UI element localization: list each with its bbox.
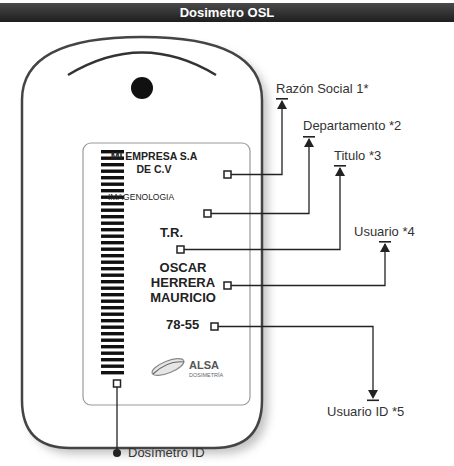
barcode: [101, 150, 124, 374]
user-title: T.R.: [160, 225, 183, 241]
barcode-bar: [101, 254, 124, 257]
barcode-bar: [101, 189, 124, 192]
barcode-bar: [101, 235, 124, 238]
barcode-bar: [101, 332, 124, 335]
barcode-bar: [101, 267, 124, 270]
department-name: IMAGENOLOGIA: [108, 192, 174, 202]
barcode-bar: [101, 306, 124, 309]
title-bar: Dosimetro OSL: [0, 3, 454, 22]
callout-label: Titulo *3: [334, 148, 381, 164]
callout-label: Dosímetro ID: [128, 445, 205, 461]
user-name: OSCAR HERRERA MAURICIO: [146, 260, 220, 305]
logo-swoosh-line: [153, 362, 184, 374]
callout-label: Usuario *4: [354, 224, 415, 240]
barcode-bar: [101, 371, 124, 374]
barcode-bar: [101, 222, 124, 225]
barcode-bar: [101, 274, 124, 277]
barcode-bar: [101, 300, 124, 303]
barcode-bar: [101, 261, 124, 264]
title-text: Dosimetro OSL: [0, 3, 454, 22]
callout-label: Usuario ID *5: [327, 404, 404, 420]
logo-text: ALSA: [189, 359, 219, 372]
callout-label: Razón Social 1*: [276, 81, 369, 97]
barcode-bar: [101, 313, 124, 316]
barcode-bar: [101, 293, 124, 296]
hanging-hole: [131, 77, 153, 99]
barcode-bar: [101, 215, 124, 218]
logo-swoosh: [150, 355, 186, 379]
label-card: [83, 143, 250, 405]
logo-subtext: DOSIMETRÍA: [189, 372, 223, 379]
label-card: MI EMPRESA S.A DE C.V IMAGENOLOGIA T.R. OSC…: [83, 143, 250, 405]
barcode-bar: [101, 352, 124, 355]
user-id: 78-55: [166, 317, 199, 333]
company-name: MI EMPRESA S.A DE C.V: [108, 150, 200, 176]
dosimeter-housing: [22, 37, 262, 448]
callout-label: Departamento *2: [303, 118, 401, 134]
barcode-bar: [101, 345, 124, 348]
barcode-bar: [101, 209, 124, 212]
barcode-bar: [101, 228, 124, 231]
barcode-bar: [101, 280, 124, 283]
barcode-bar: [101, 176, 124, 179]
barcode-bar: [101, 248, 124, 251]
barcode-bar: [101, 326, 124, 329]
barcode-bar: [101, 287, 124, 290]
barcode-bar: [101, 241, 124, 244]
barcode-bar: [101, 365, 124, 368]
barcode-bar: [101, 202, 124, 205]
barcode-bar: [101, 319, 124, 322]
housing-arc: [68, 53, 216, 76]
callout-markers: [114, 171, 232, 387]
barcode-bar: [101, 170, 124, 173]
barcode-bar: [101, 183, 124, 186]
barcode-bar: [101, 163, 124, 166]
barcode-bar: [101, 339, 124, 342]
barcode-bar: [101, 358, 124, 361]
